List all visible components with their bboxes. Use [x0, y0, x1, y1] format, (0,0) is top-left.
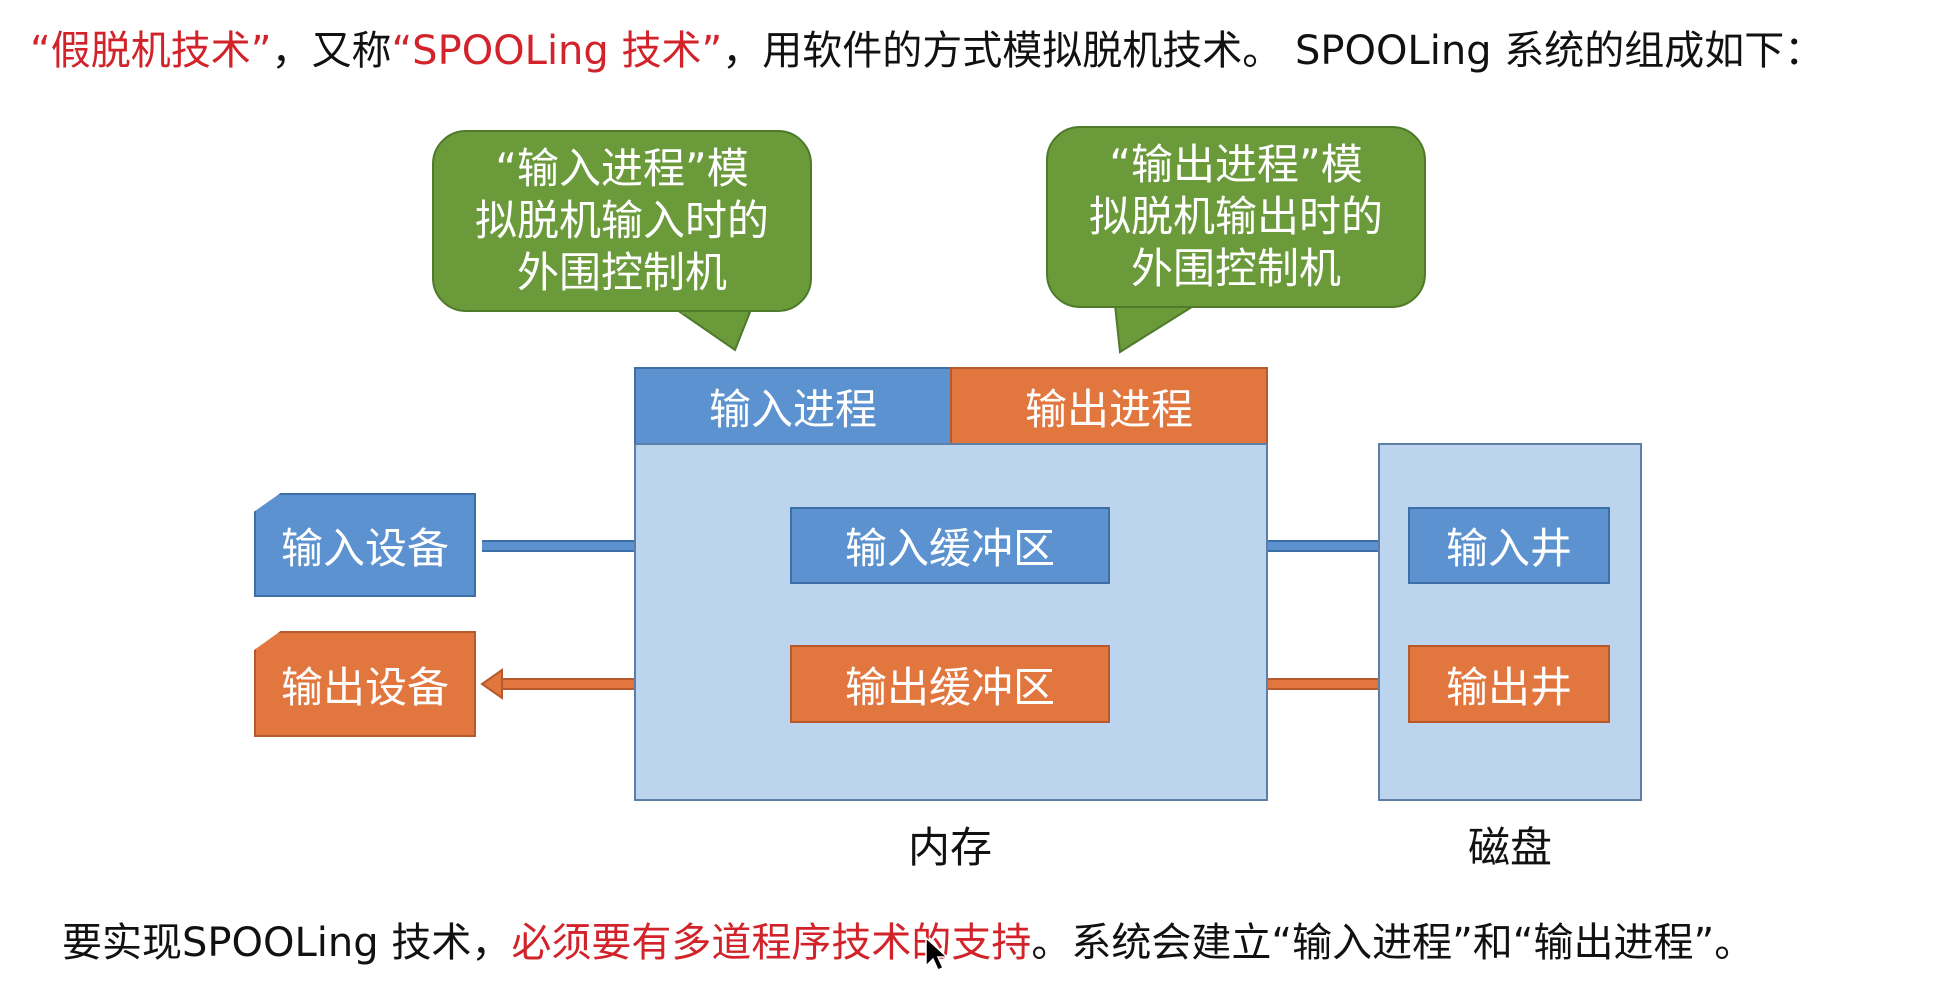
- output-buffer: 输出缓冲区: [790, 645, 1110, 723]
- output-well: 输出井: [1408, 645, 1610, 723]
- output-process-header: 输出进程: [950, 367, 1268, 445]
- input-well: 输入井: [1408, 507, 1610, 584]
- input-process-header: 输入进程: [634, 367, 952, 445]
- memory-label: 内存: [907, 823, 992, 872]
- input-device: 输入设备: [254, 493, 476, 597]
- input-buffer: 输入缓冲区: [790, 507, 1110, 584]
- intro-text: “假脱机技术”，又称“SPOOLing 技术”，用软件的方式模拟脱机技术。 SP…: [30, 28, 1825, 74]
- multiprogramming-requirement: 必须要有多道程序技术的支持: [511, 920, 1032, 966]
- term-spooling: “SPOOLing 技术”: [391, 28, 723, 74]
- callout-tail-output: [1113, 304, 1199, 354]
- output-device: 输出设备: [254, 631, 476, 737]
- term-fake-offline: “假脱机技术”: [30, 28, 272, 74]
- disk-region: [1378, 443, 1642, 801]
- callout-tail-input: [676, 311, 752, 352]
- memory-region: [634, 443, 1268, 801]
- callout-output-process: “输出进程”模 拟脱机输出时的 外围控制机: [1046, 126, 1426, 308]
- callout-input-process: “输入进程”模 拟脱机输入时的 外围控制机: [432, 130, 812, 312]
- disk-label: 磁盘: [1467, 823, 1552, 872]
- summary-text: 要实现SPOOLing 技术，必须要有多道程序技术的支持。系统会建立“输入进程”…: [62, 920, 1755, 966]
